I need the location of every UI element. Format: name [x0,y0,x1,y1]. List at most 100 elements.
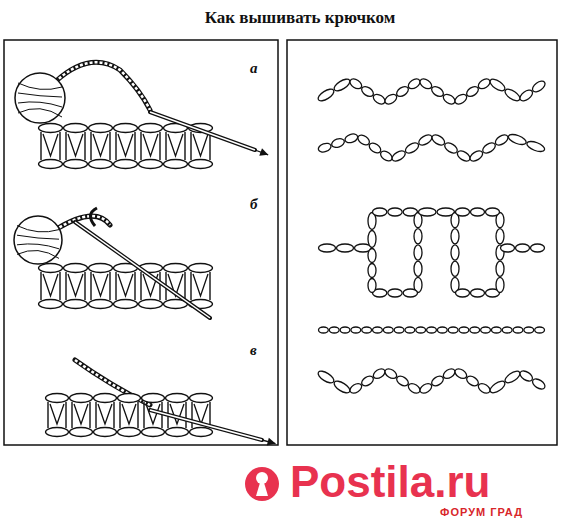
stitch-v [93,134,108,156]
right-panel [287,40,557,445]
chain-loop [456,149,472,163]
stitch-post [159,272,160,300]
chain-loop [443,141,459,155]
chain-loop [337,244,354,252]
stitch-v [50,404,64,424]
stitch-v [93,274,108,296]
stitch-post [95,402,96,428]
stitch-bottom [164,160,188,169]
stitch-top [118,394,141,403]
stitch-post [90,132,91,160]
stitch-post [134,132,135,160]
stitch-post [184,272,185,300]
stitch-post [140,272,141,300]
stitch-top [89,264,113,273]
chain-loop [456,208,470,216]
stitch-bottom [70,428,93,437]
chain-loop [518,369,534,383]
chain-loop [316,369,335,385]
stitch-post [65,402,66,428]
stitch-post [65,132,66,160]
chain-loop [316,87,335,103]
stitch-post [47,402,48,428]
chain-loop [407,77,422,91]
chain-loop [372,367,387,381]
stitch-post [113,402,114,428]
chain-loop [456,289,470,297]
chain-loop [332,379,351,395]
stitch-top [164,264,188,273]
stitch-post [90,272,91,300]
stitch-bottom [114,160,138,169]
stitch-post [137,402,138,428]
yarn-twist [55,62,150,110]
stitch-bottom [39,160,63,169]
chain-loop [471,289,485,297]
stitch-bottom [139,300,163,309]
stitch-v [168,134,183,156]
stitch-post [190,272,191,300]
chain-loop [488,379,507,395]
stitch-post [84,132,85,160]
chain-loop [513,327,523,333]
stitch-top [46,394,69,403]
stitch-post [143,402,144,428]
stitch-post [184,132,185,160]
yarn-ball [14,216,62,264]
chain-loop [414,261,422,276]
arrow-head [259,148,268,156]
chain-loop [451,261,459,276]
chain-loop [372,92,387,106]
chain-loop [344,132,359,144]
stitch-top [94,394,117,403]
chain-loop [507,132,527,146]
stitch-top [70,394,93,403]
stitch-post [119,402,120,428]
yarn-wind [17,226,59,232]
chain-loop [494,133,510,147]
stitch-bottom [166,428,189,437]
stitch-v [118,274,133,296]
stitch-bottom [118,428,141,437]
stitch-bottom [190,428,213,437]
chain-loop [501,244,515,252]
chain-loop [329,327,339,333]
chain-loop [477,77,492,91]
stitch-top [166,394,189,403]
stitch-post [59,272,60,300]
chain-loop [496,261,504,276]
stitch-post [40,272,41,300]
stitch-v [74,404,88,424]
chain-loop [330,137,345,149]
stitch-top [190,394,213,403]
stitch-bottom [46,428,69,437]
arrow-head [267,438,276,446]
stitch-drawings [14,62,547,445]
stitch-top [64,264,88,273]
chain-loop [430,133,446,147]
chain-loop [491,327,501,333]
chain-loop [416,327,426,333]
chain-loop [535,327,545,333]
chain-loop [468,149,484,163]
stitch-top [142,394,165,403]
watermark: Postila.ru [290,457,491,507]
chain-loop [373,327,383,333]
chain-loop [403,289,417,297]
chain-loop [340,327,350,333]
chain-loop [414,245,422,260]
chain-loop [503,87,522,103]
stitch-v [143,134,158,156]
stitch-bottom [189,160,213,169]
chain-loop [379,149,394,163]
stitch-post [71,402,72,428]
chain-loop [383,327,393,333]
figure-letter: в [250,342,257,359]
crochet-hook [150,410,262,440]
stitch-post [190,132,191,160]
chain-loop [451,229,459,244]
stitch-v [43,134,58,156]
stitch-v [43,274,58,296]
chain-loop [502,327,512,333]
